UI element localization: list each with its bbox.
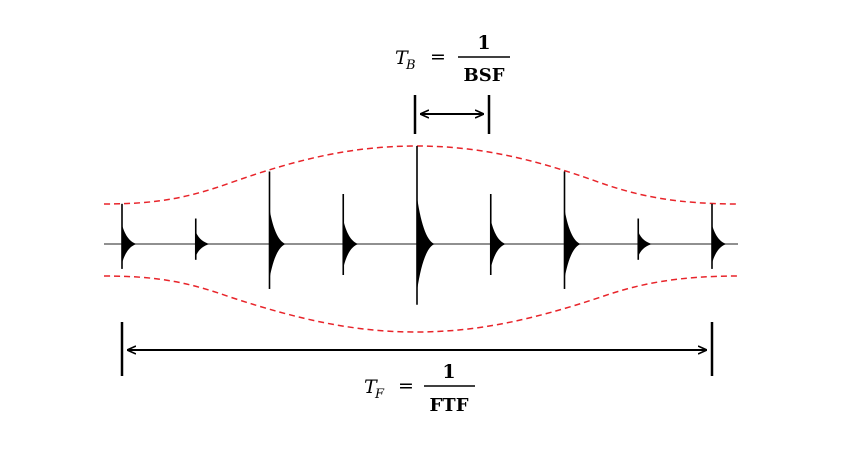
- formula-numerator: 1: [477, 32, 490, 54]
- impulse: [268, 171, 286, 289]
- bearing-period-formula: T B = 1 BSF: [395, 32, 510, 86]
- formula-denominator: FTF: [430, 395, 469, 416]
- impulse: [121, 203, 137, 269]
- bearing-period-marker: [413, 95, 491, 134]
- formula-subscript: F: [374, 387, 385, 402]
- impulse: [342, 194, 359, 275]
- formula-subscript: B: [405, 58, 416, 73]
- impulse: [637, 218, 652, 260]
- fundamental-period-marker: [120, 322, 714, 376]
- impulse-train: [121, 146, 727, 305]
- formula-variable: T: [395, 47, 409, 69]
- impulse: [489, 194, 506, 275]
- envelope-lower: [103, 275, 739, 333]
- formula-equals: =: [398, 375, 414, 397]
- modulation-envelope: [103, 145, 739, 333]
- formula-variable: T: [364, 376, 378, 398]
- impulse: [194, 218, 210, 260]
- impulse: [711, 203, 727, 269]
- impulse: [563, 171, 581, 289]
- formula-denominator: BSF: [464, 65, 505, 86]
- formula-numerator: 1: [442, 361, 455, 383]
- impulse: [416, 146, 435, 305]
- formula-equals: =: [430, 46, 446, 68]
- fundamental-period-formula: T F = 1 FTF: [364, 361, 475, 416]
- envelope-upper: [103, 145, 739, 205]
